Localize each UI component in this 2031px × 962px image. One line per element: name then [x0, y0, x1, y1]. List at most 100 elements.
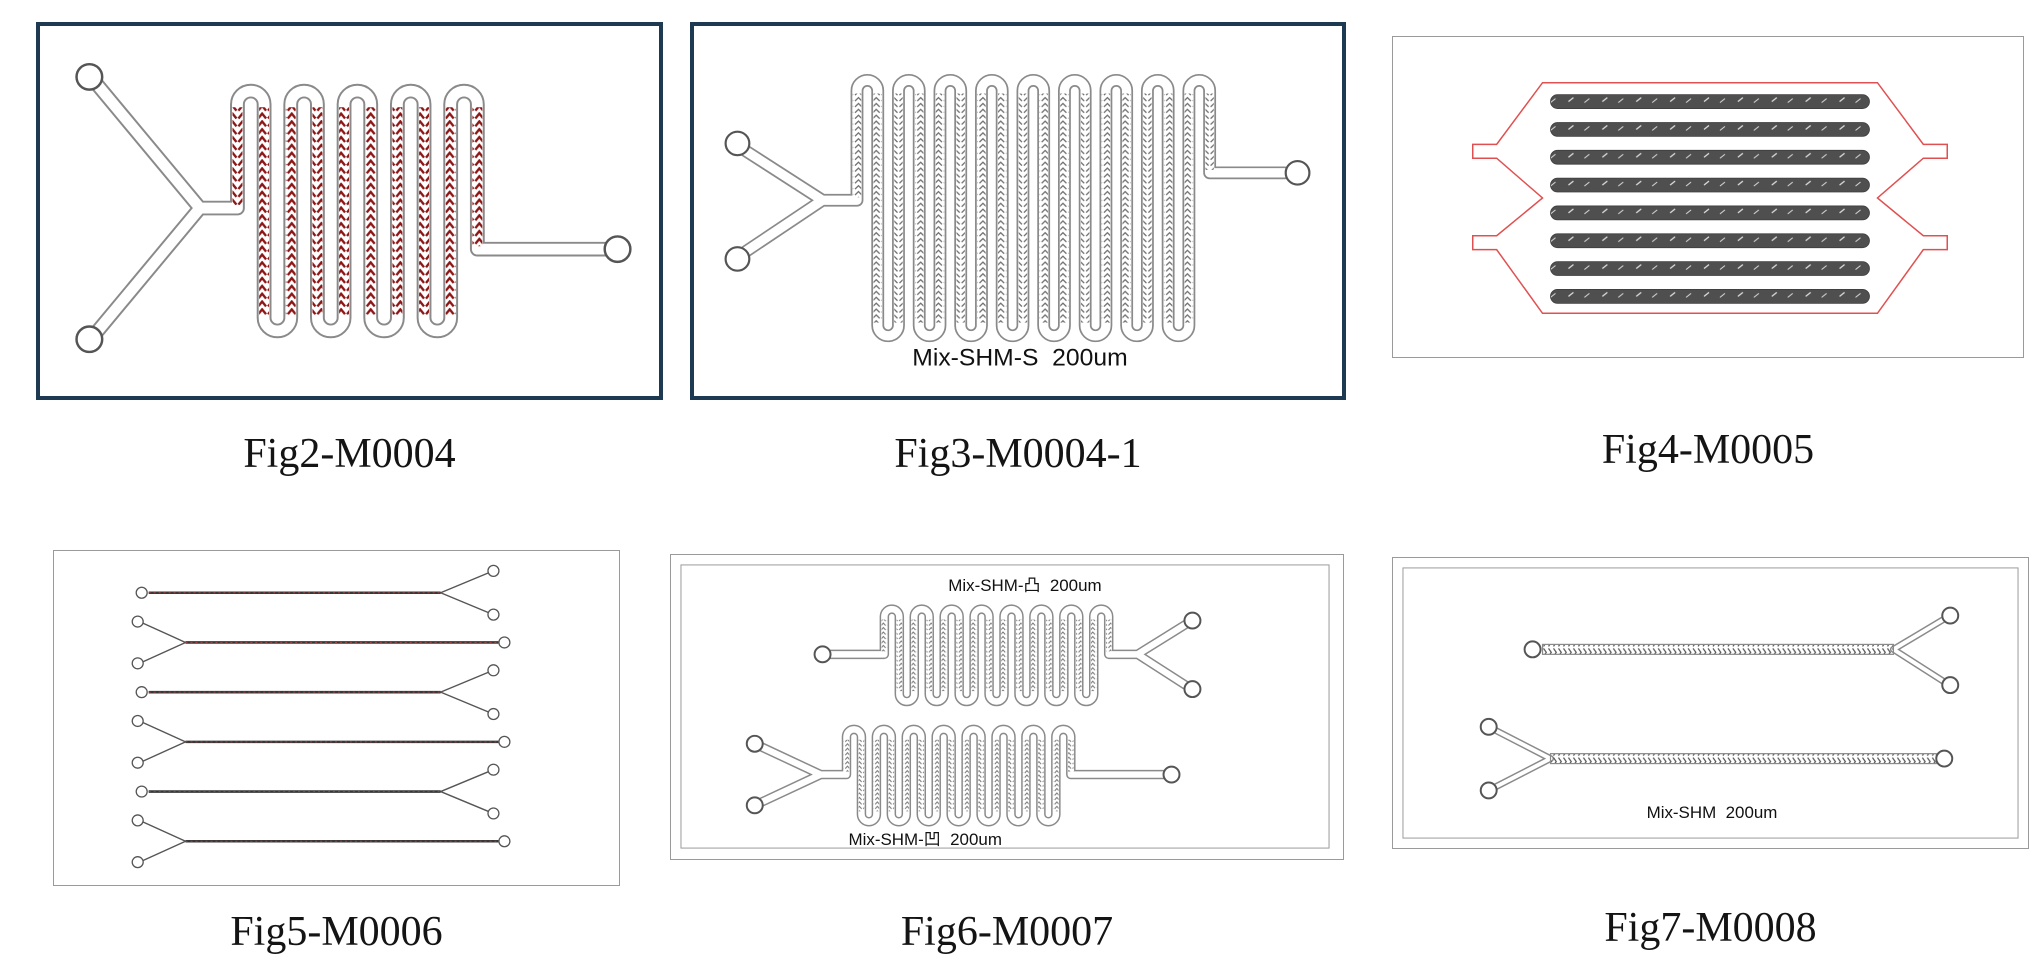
- fig3-device: [724, 74, 1311, 343]
- outlet-port: [1183, 611, 1202, 630]
- y-branch: [141, 621, 186, 644]
- herringbone-strip: [1060, 93, 1069, 323]
- herringbone-strip: [472, 107, 483, 247]
- outlet-port: [1941, 606, 1960, 625]
- outlet-port: [1162, 765, 1181, 784]
- herringbone-strip: [1105, 619, 1112, 652]
- fig3-channel-label: Mix-SHM-S 200um: [912, 345, 1127, 372]
- herringbone-strip: [956, 93, 965, 323]
- y-branch: [141, 820, 186, 842]
- y-branch: [141, 840, 186, 862]
- herringbone-strip: [1076, 619, 1082, 692]
- fig4-drawing: [1471, 81, 1948, 315]
- mixing-bar: [1550, 149, 1870, 165]
- herringbone-strip: [339, 107, 350, 315]
- herringbone-strip: [1008, 739, 1014, 812]
- fig6-upper-device: [813, 604, 1202, 707]
- channel-bore: [91, 79, 611, 337]
- outlet-port: [1935, 749, 1954, 768]
- fig6-upper-channel-label: Mix-SHM-凸 200um: [948, 576, 1101, 595]
- herringbone-strip: [1001, 619, 1007, 692]
- inlet-port: [131, 856, 144, 869]
- fig5-drawing: [131, 564, 511, 869]
- herringbone-strip: [852, 93, 862, 198]
- manifold-outline: [1471, 81, 1948, 315]
- inlet-port: [1479, 781, 1498, 800]
- outlet-port: [1183, 680, 1202, 699]
- outlet-port: [487, 763, 500, 776]
- figure-panel-fig3: Mix-SHM-S 200um: [690, 22, 1346, 400]
- herringbone-strip: [933, 739, 939, 812]
- herringbone-strip: [896, 619, 903, 692]
- channel-row: [135, 763, 500, 820]
- mixing-bar: [1550, 233, 1870, 249]
- herringbone-strip: [1068, 739, 1074, 772]
- herringbone-strip: [903, 739, 910, 812]
- mixing-bar: [1550, 177, 1870, 193]
- inlet-port: [1479, 717, 1498, 736]
- inlet-port: [745, 734, 764, 753]
- fig7-lower-device: [1479, 717, 1954, 800]
- herringbone-strip: [977, 93, 986, 323]
- herringbone-strip: [1046, 619, 1052, 692]
- caption-fig4: Fig4-M0005: [1601, 427, 1815, 473]
- herringbone-strip: [956, 619, 962, 692]
- caption-fig3: Fig3-M0004-1: [894, 431, 1142, 477]
- y-branch: [141, 721, 186, 743]
- channel-row: [131, 615, 511, 670]
- inlet-port: [131, 756, 144, 769]
- herringbone-strip: [978, 739, 984, 812]
- inlet-port: [724, 130, 751, 157]
- herringbone-strip: [1039, 93, 1048, 323]
- caption-fig5: Fig5-M0006: [230, 909, 443, 955]
- y-branch: [440, 572, 489, 594]
- herringbone-strip: [1080, 93, 1090, 323]
- herringbone-strip: [858, 739, 865, 812]
- channel-outline: [739, 74, 1292, 343]
- channel-bore: [1891, 617, 1946, 684]
- caption-fig6: Fig6-M0007: [900, 909, 1114, 955]
- herringbone-strip: [888, 739, 895, 812]
- herringbone-strip: [915, 93, 924, 323]
- y-branch: [440, 592, 489, 614]
- inlet-port: [135, 785, 148, 798]
- y-branch: [440, 790, 489, 813]
- channel-bore: [1486, 724, 1553, 793]
- herringbone-strip: [963, 739, 969, 812]
- outlet-port: [603, 235, 632, 264]
- outlet-port: [498, 735, 511, 748]
- mixing-bar: [1550, 261, 1870, 276]
- channel-row: [135, 664, 500, 721]
- herringbone-strip: [1143, 93, 1152, 323]
- herringbone-strip: [986, 619, 992, 692]
- caption-fig7: Fig7-M0008: [1604, 905, 1817, 951]
- herringbone-strip: [918, 739, 924, 812]
- herringbone-strip: [873, 93, 882, 323]
- channel-row: [131, 814, 511, 869]
- channel-bore: [751, 726, 1167, 825]
- outlet-port: [487, 707, 500, 721]
- mixing-bar: [1550, 94, 1870, 109]
- herringbone-strip: [1016, 619, 1022, 692]
- herringbone-strip: [392, 107, 403, 315]
- inlet-port: [131, 657, 144, 670]
- caption-fig2: Fig2-M0004: [243, 431, 456, 477]
- inlet-port: [75, 325, 104, 354]
- herringbone-strip: [312, 107, 323, 315]
- herringbone-strip: [1061, 619, 1067, 692]
- outlet-port: [487, 664, 500, 677]
- mixing-bar: [1550, 205, 1870, 221]
- herringbone-strip: [419, 107, 429, 315]
- herringbone-strip: [911, 619, 918, 692]
- fig3-drawing: Mix-SHM-S 200um: [724, 74, 1311, 372]
- figure-panel-fig5: [53, 550, 620, 886]
- inlet-port: [135, 686, 148, 699]
- herringbone-strip: [941, 619, 947, 692]
- y-branch: [440, 691, 489, 713]
- y-branch: [440, 771, 489, 793]
- herringbone-strip: [1023, 739, 1029, 812]
- inlet-port: [1523, 640, 1542, 659]
- fig7-drawing: Mix-SHM 200um: [1402, 567, 2019, 839]
- herringbone-strip: [993, 739, 999, 812]
